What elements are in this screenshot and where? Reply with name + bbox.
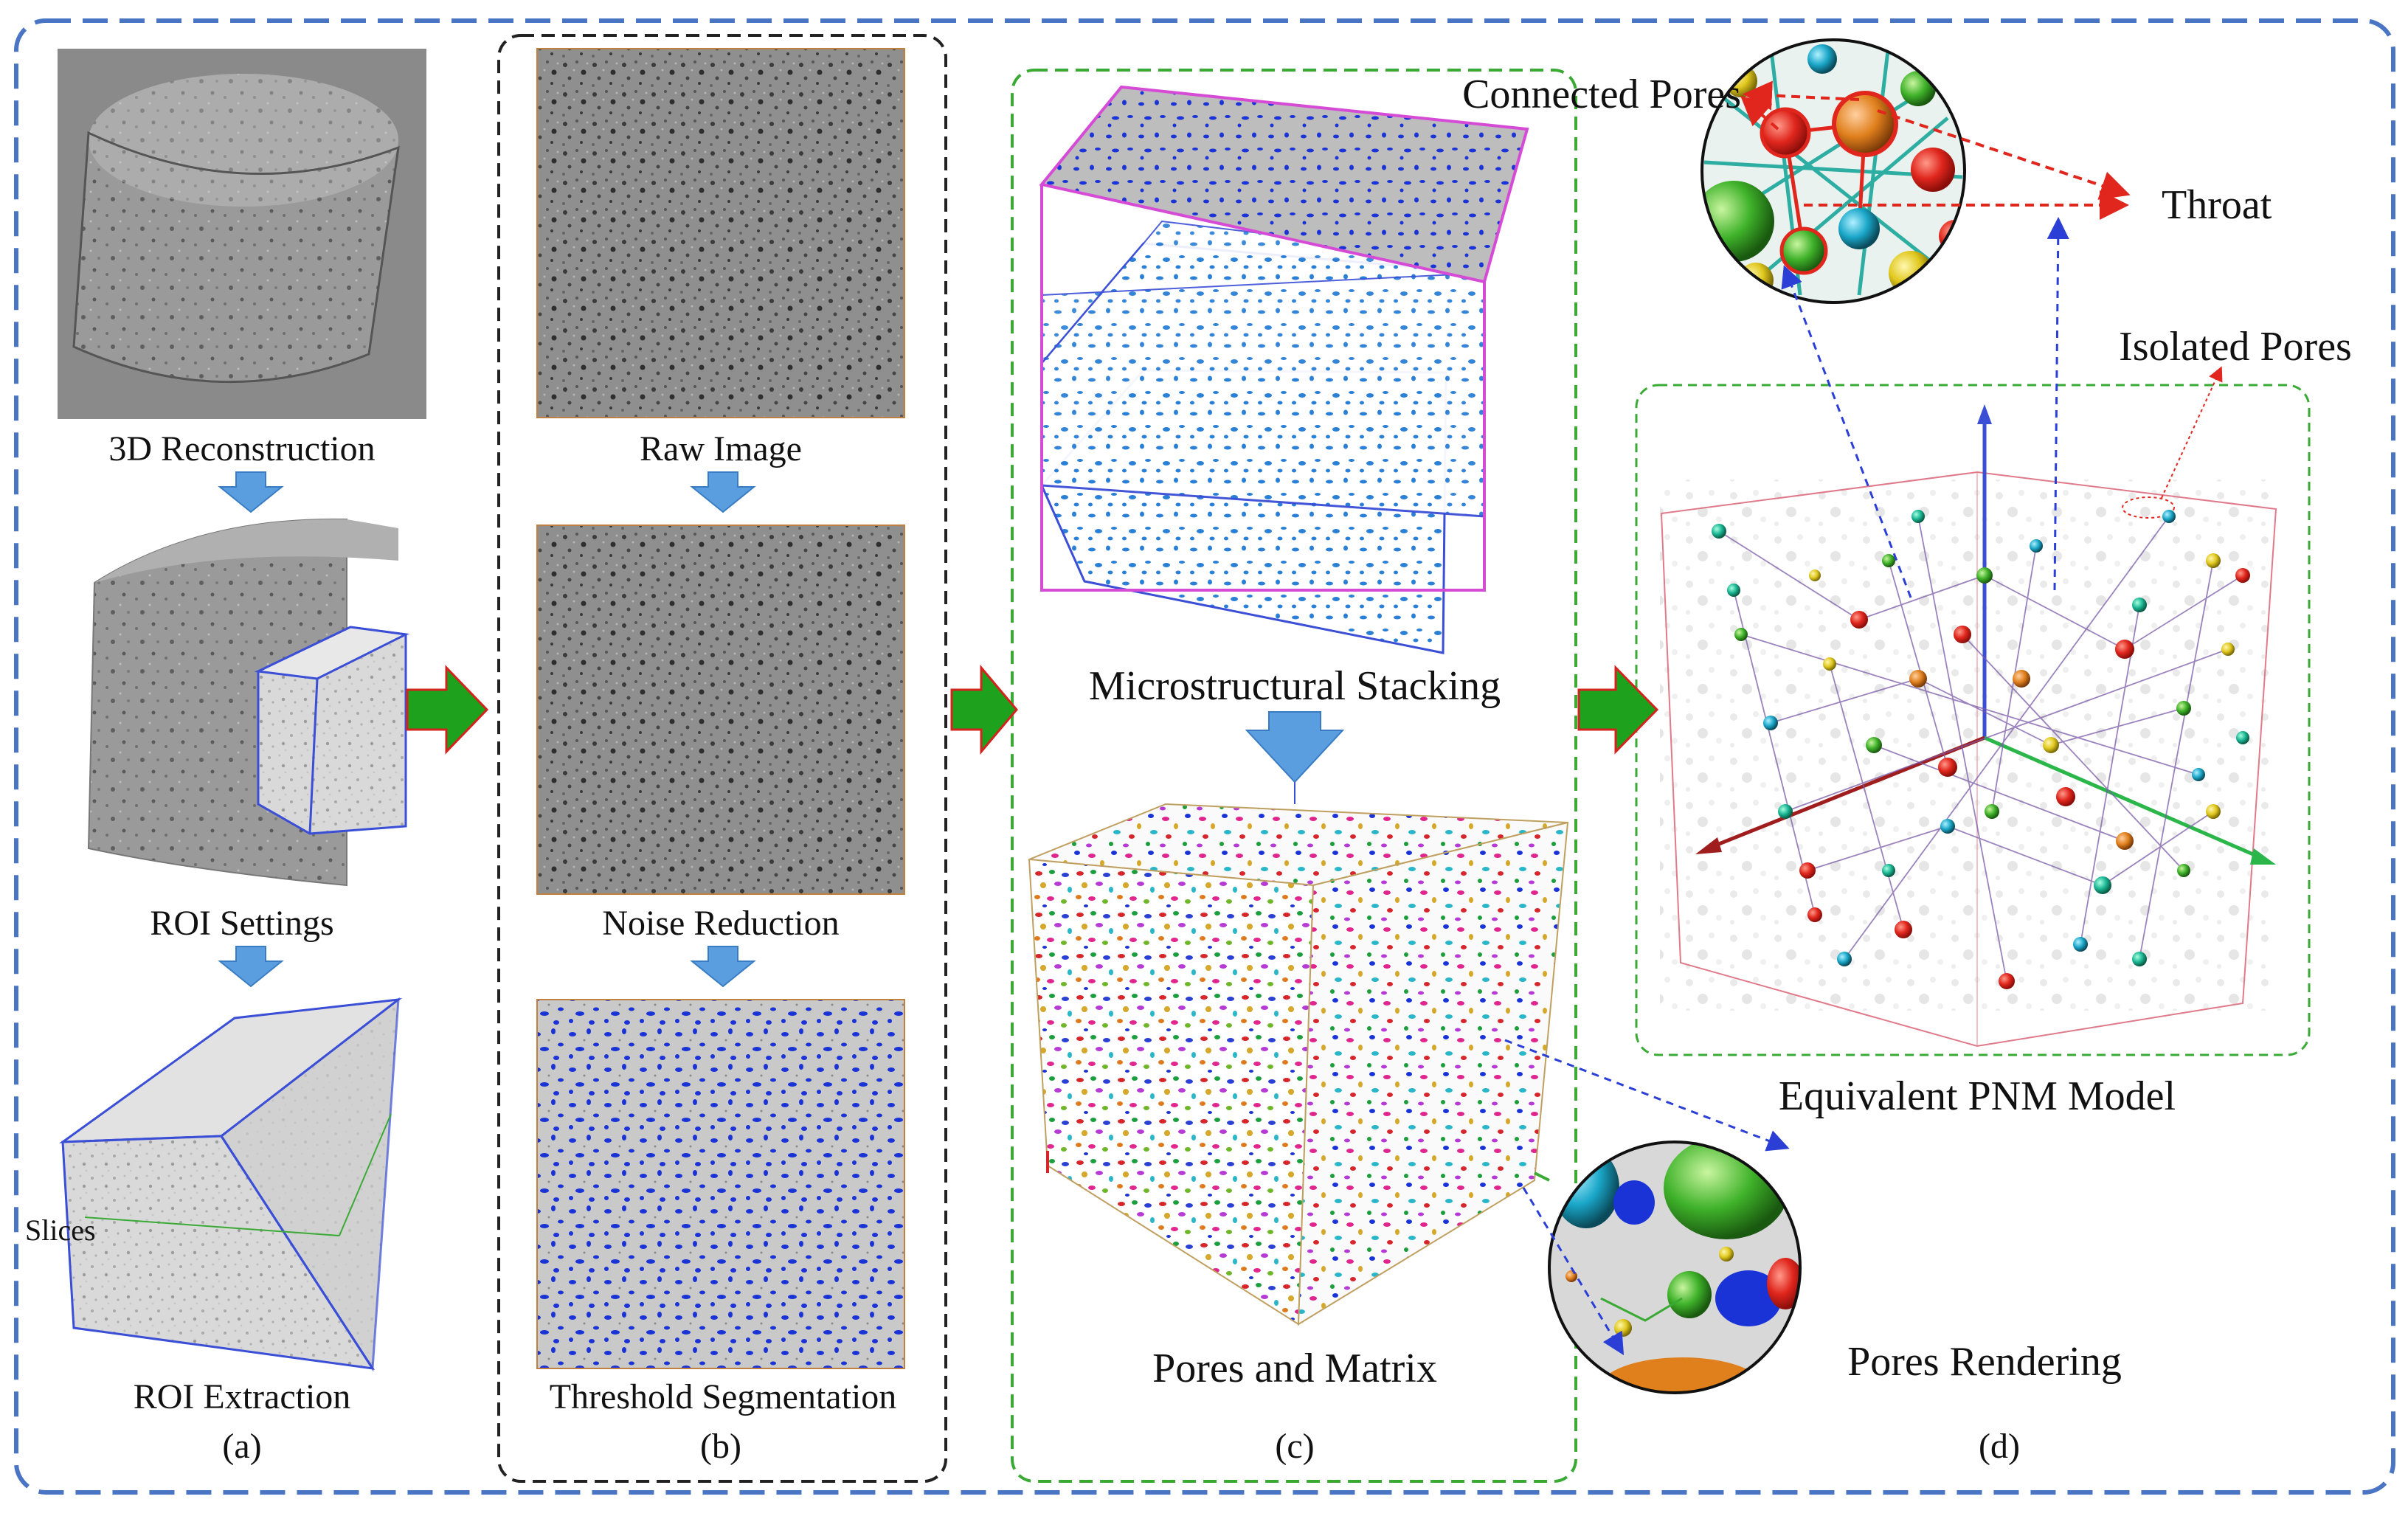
pores-rendering-connector-bottom bbox=[1522, 1187, 1625, 1356]
panel-label-c: (c) bbox=[1275, 1427, 1315, 1466]
pores-matrix-cube bbox=[1028, 803, 1569, 1326]
label-threshold-segmentation: Threshold Segmentation bbox=[549, 1377, 897, 1416]
isolated-pores-pointer bbox=[2161, 366, 2223, 499]
down-arrow-a2 bbox=[218, 946, 284, 988]
label-throat: Throat bbox=[2162, 182, 2272, 228]
pores-rendering-connector-top bbox=[1504, 1039, 1790, 1152]
label-connected-pores: Connected Pores bbox=[1462, 72, 1741, 117]
label-microstructural-stacking: Microstructural Stacking bbox=[1088, 663, 1501, 709]
down-arrow-b2 bbox=[690, 946, 756, 988]
panel-d-frame bbox=[1635, 384, 2311, 1056]
panel-b-frame bbox=[497, 34, 947, 1483]
reconstruction-image bbox=[58, 49, 426, 419]
panel-label-d: (d) bbox=[1979, 1427, 2020, 1466]
zoom-connector-right bbox=[2047, 217, 2069, 591]
outer-border bbox=[14, 18, 2395, 1495]
down-arrow-a1 bbox=[218, 471, 284, 513]
label-equivalent-pnm-model: Equivalent PNM Model bbox=[1778, 1073, 2176, 1119]
label-roi-extraction: ROI Extraction bbox=[133, 1377, 351, 1416]
label-slices: Slices bbox=[25, 1214, 96, 1247]
roi-extraction-cube bbox=[59, 997, 403, 1372]
pores-rendering-circle bbox=[1548, 1141, 1802, 1394]
flow-arrow-c-to-d bbox=[1577, 665, 1659, 755]
panel-label-a: (a) bbox=[222, 1427, 262, 1466]
flow-arrow-b-to-c bbox=[950, 664, 1018, 755]
down-arrow-c bbox=[1245, 711, 1345, 783]
pnm-model bbox=[1660, 404, 2277, 1048]
connected-pores-arrow-2 bbox=[1743, 80, 1860, 111]
microstructural-stack bbox=[1039, 85, 1529, 654]
label-roi-settings: ROI Settings bbox=[150, 904, 334, 943]
raw-image bbox=[536, 48, 905, 418]
label-noise-reduction: Noise Reduction bbox=[602, 904, 840, 943]
flow-arrow-a-to-b bbox=[406, 665, 489, 755]
label-pores-and-matrix: Pores and Matrix bbox=[1152, 1346, 1437, 1391]
panel-c-frame bbox=[1011, 69, 1577, 1483]
label-isolated-pores: Isolated Pores bbox=[2119, 324, 2352, 370]
label-pores-rendering: Pores Rendering bbox=[1847, 1339, 2122, 1385]
panel-label-b: (b) bbox=[700, 1427, 741, 1466]
threshold-segmentation-image bbox=[536, 999, 905, 1369]
label-3d-reconstruction: 3D Reconstruction bbox=[108, 429, 376, 468]
zoom-connector-left bbox=[1781, 265, 1912, 598]
noise-reduction-image bbox=[536, 525, 905, 895]
roi-settings-image bbox=[87, 518, 410, 887]
down-arrow-b1 bbox=[690, 471, 756, 513]
label-raw-image: Raw Image bbox=[640, 429, 802, 468]
